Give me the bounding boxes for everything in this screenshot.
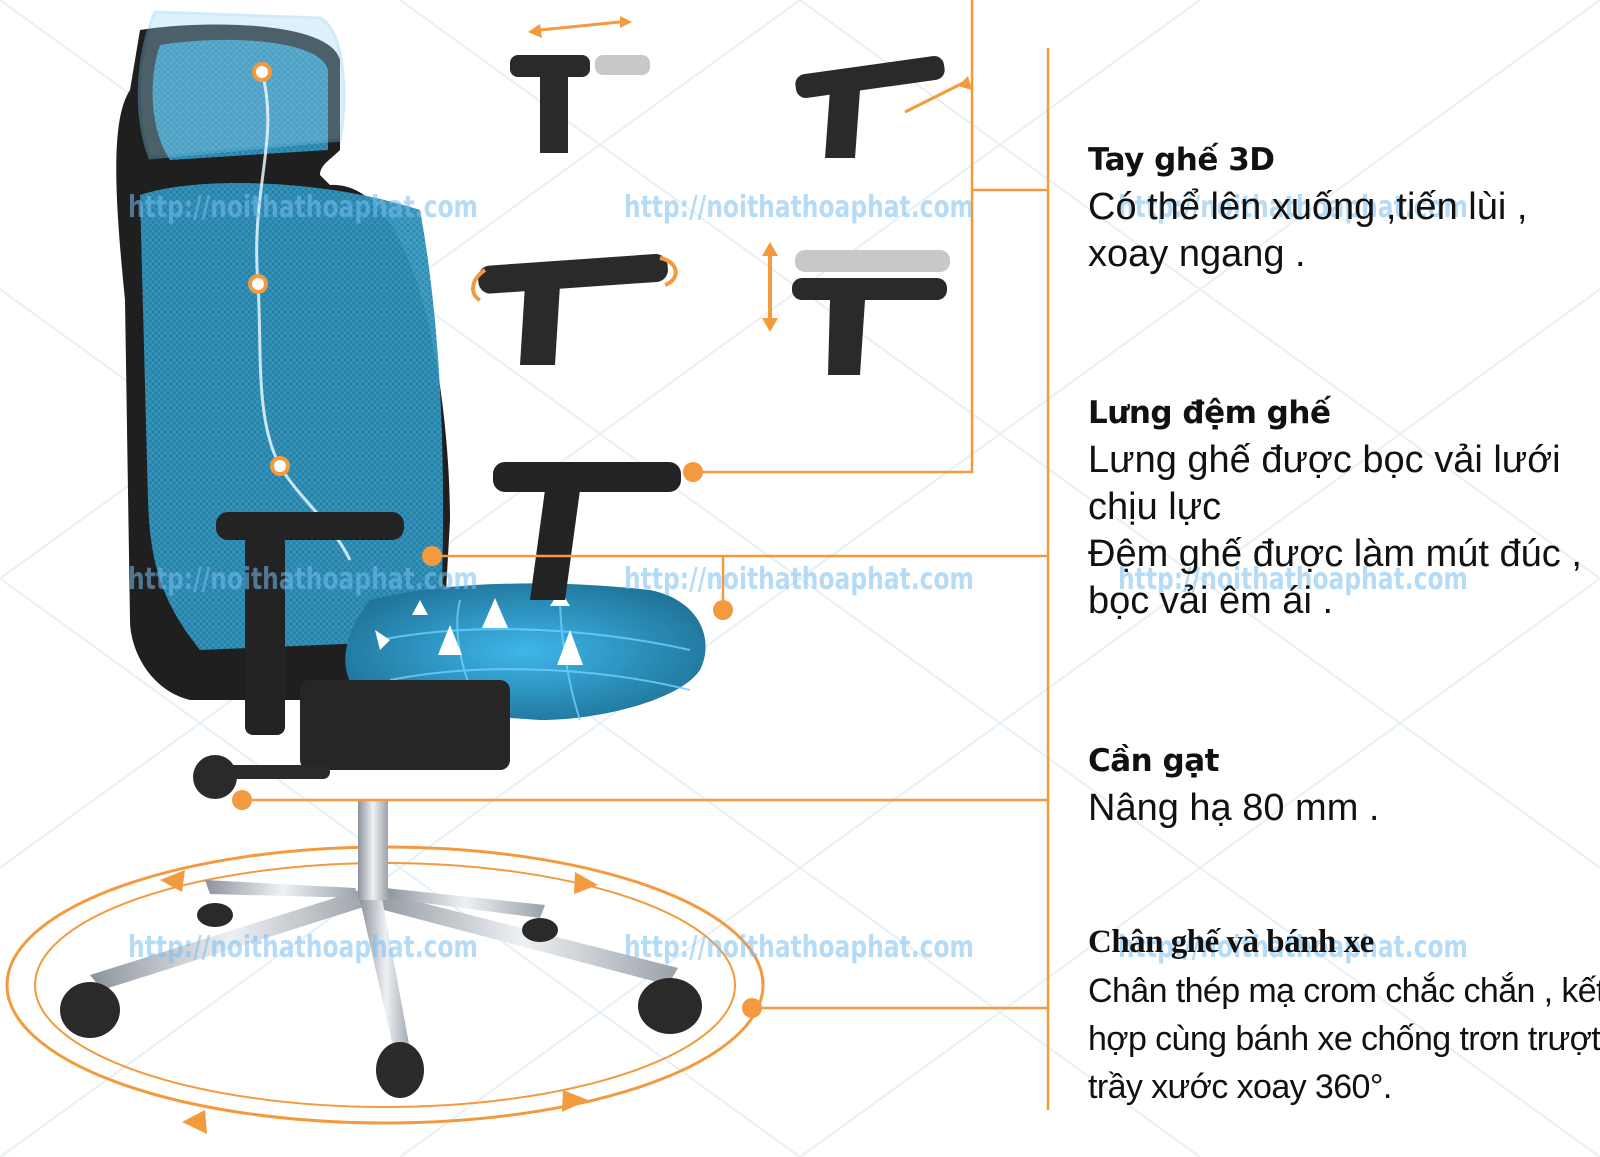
spine-points: [248, 62, 290, 476]
seat-mechanism: [300, 680, 510, 770]
armrest-demo-forward: [510, 16, 650, 153]
watermark: http://noithathoaphat.com: [1118, 190, 1468, 225]
watermark: http://noithathoaphat.com: [624, 930, 974, 965]
backrest-highlight: [137, 10, 346, 160]
callout-dots: [232, 462, 762, 1018]
feature-title: Tay ghế 3D: [1088, 142, 1275, 178]
rotation-arrows: [160, 870, 598, 1134]
feature-description: Lưng ghế được bọc vải lưới chịu lực Đệm …: [1088, 437, 1593, 625]
armrest-demo-height: [762, 242, 950, 375]
description-line: bọc vải êm ái .: [1088, 580, 1333, 622]
description-line: Lưng ghế được bọc vải lưới: [1088, 439, 1561, 481]
feature-base-wheels: Chân ghế và bánh xe Chân thép mạ crom ch…: [1088, 924, 1600, 1111]
description-line: trầy xước xoay 360°.: [1088, 1068, 1392, 1106]
chair-armrests: [216, 462, 681, 735]
description-line: Có thể lên xuống ,tiến lùi ,: [1088, 186, 1528, 228]
feature-title: Cần gạt: [1088, 743, 1219, 779]
watermark: http://noithathoaphat.com: [128, 562, 478, 597]
feature-description: Có thể lên xuống ,tiến lùi , xoay ngang …: [1088, 184, 1593, 278]
backrest-mesh: [140, 39, 444, 650]
height-lever: [220, 765, 330, 779]
callout-lines: [242, 0, 1050, 1110]
lever-knob: [193, 755, 237, 799]
description-line: Đệm ghế được làm mút đúc ,: [1088, 533, 1582, 575]
description-line: Chân thép mạ crom chắc chắn , kết: [1088, 972, 1600, 1010]
watermark: http://noithathoaphat.com: [624, 190, 974, 225]
feature-title: Chân ghế và bánh xe: [1088, 924, 1374, 960]
watermark: http://noithathoaphat.com: [1118, 930, 1468, 965]
pressure-arrows: [375, 590, 583, 665]
watermark: http://noithathoaphat.com: [1118, 562, 1468, 597]
description-line: xoay ngang .: [1088, 233, 1306, 275]
description-line: chịu lực: [1088, 486, 1222, 528]
armrest-demo-rotate: [471, 254, 678, 365]
feature-description: Nâng hạ 80 mm .: [1088, 785, 1593, 832]
feature-description: Chân thép mạ crom chắc chắn , kết hợp cù…: [1088, 967, 1600, 1111]
feature-armrest: Tay ghế 3D Có thể lên xuống ,tiến lùi , …: [1088, 142, 1593, 278]
feature-title: Lưng đệm ghế: [1088, 395, 1331, 431]
chair-base: [60, 800, 702, 1098]
feature-lever: Cần gạt Nâng hạ 80 mm .: [1088, 743, 1593, 832]
description-line: Nâng hạ 80 mm .: [1088, 787, 1380, 829]
description-line: hợp cùng bánh xe chống trơn trượt,: [1088, 1020, 1600, 1058]
watermark: http://noithathoaphat.com: [624, 562, 974, 597]
watermark: http://noithathoaphat.com: [128, 190, 478, 225]
feature-backrest-seat: Lưng đệm ghế Lưng ghế được bọc vải lưới …: [1088, 395, 1593, 625]
armrest-demo-slide: [795, 55, 972, 158]
spine-curve: [255, 71, 352, 561]
watermark: http://noithathoaphat.com: [128, 930, 478, 965]
